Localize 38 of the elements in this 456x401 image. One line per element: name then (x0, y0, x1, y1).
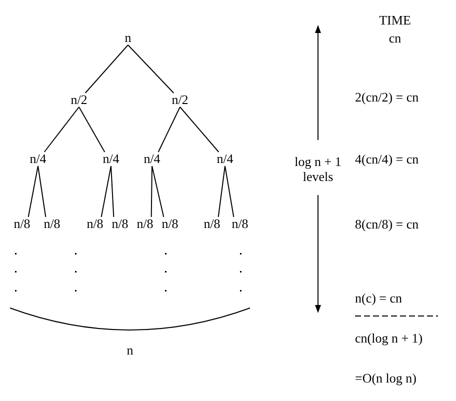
tree-branch-line (110, 166, 114, 218)
tree-branch-line (150, 166, 152, 218)
annotation-text: 2(cn/2) = cn (355, 90, 419, 104)
tree-branch-line (128, 44, 174, 94)
tree-node-label: n/2 (170, 93, 190, 107)
tree-branch-line (84, 44, 128, 94)
tree-node-label: n/4 (28, 152, 48, 166)
annotation-text: cn (388, 30, 402, 46)
tree-branch-line (28, 166, 38, 218)
tree-node-label: n/8 (42, 217, 62, 231)
tree-branch-line (152, 166, 164, 218)
tree-node-label: n/8 (86, 217, 104, 231)
tree-node-label: n/8 (12, 217, 32, 231)
tree-node-label: n/2 (70, 93, 88, 107)
tree-branch-line (218, 166, 226, 218)
annotation-text: cn(log n + 1) (355, 330, 423, 346)
tree-node-label: n/8 (110, 217, 130, 231)
annotation-text: 4(cn/4) = cn (355, 152, 419, 166)
annotation-text: 8(cn/8) = cn (355, 216, 419, 232)
tree-branch-line (224, 166, 234, 218)
annotation-text: n(c) = cn (355, 290, 402, 306)
tree-node-label: n/8 (230, 217, 250, 231)
tree-node-label: n/4 (216, 152, 234, 166)
tree-branch-line (38, 166, 46, 218)
annotation-text: TIME (379, 12, 411, 28)
annotation-text: n (126, 342, 134, 358)
tree-node-label: n (124, 31, 132, 45)
tree-node-label: n/8 (136, 217, 154, 231)
tree-branch-line (44, 106, 80, 152)
tree-branch-line (78, 106, 106, 152)
annotation-text: =O(n log n) (355, 370, 416, 386)
tree-branch-line (100, 166, 112, 218)
tree-branch-line (180, 106, 220, 152)
tree-branch-line (158, 106, 180, 152)
tree-node-label: n/4 (102, 152, 120, 166)
tree-node-label: n/8 (202, 217, 222, 231)
tree-node-label: n/8 (160, 217, 180, 231)
tree-node-label: n/4 (142, 152, 162, 166)
